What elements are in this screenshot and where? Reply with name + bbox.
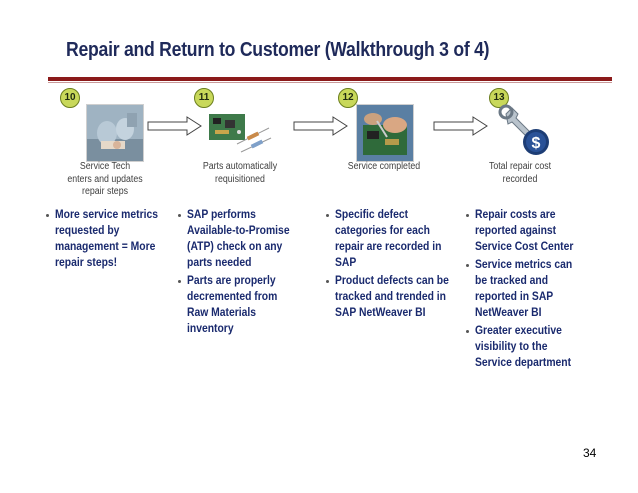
bullet-item: Product defects can be tracked and trend… — [326, 273, 451, 321]
step-10-bullets: More service metrics requested by manage… — [46, 207, 161, 273]
svg-text:$: $ — [532, 135, 541, 152]
bullet-item: Greater executive visibility to the Serv… — [466, 323, 582, 371]
title-rule-thin — [48, 82, 612, 83]
arrow-right-icon — [293, 116, 348, 136]
slide-title: Repair and Return to Customer (Walkthrou… — [66, 38, 490, 61]
step-caption: Service completed — [347, 161, 421, 172]
step-number-badge: 12 — [338, 88, 358, 108]
service-tech-photo — [86, 104, 144, 162]
bullet-item: Parts are properly decremented from Raw … — [178, 273, 296, 337]
service-completed-photo — [356, 104, 414, 162]
step-number-badge: 11 — [194, 88, 214, 108]
title-rule — [48, 77, 612, 81]
step-caption: Parts automatically requisitioned — [202, 161, 278, 185]
bullet-item: Repair costs are reported against Servic… — [466, 207, 582, 255]
step-number-badge: 10 — [60, 88, 80, 108]
bullet-item: More service metrics requested by manage… — [46, 207, 161, 271]
page-number: 34 — [583, 446, 597, 460]
step-12-bullets: Specific defect categories for each repa… — [326, 207, 451, 323]
circuit-parts-image — [207, 104, 273, 160]
step-11-bullets: SAP performs Available-to-Promise (ATP) … — [178, 207, 296, 339]
wrench-dollar-icon: $ — [498, 104, 554, 160]
step-13-bullets: Repair costs are reported against Servic… — [466, 207, 582, 373]
step-number-badge: 13 — [489, 88, 509, 108]
bullet-item: SAP performs Available-to-Promise (ATP) … — [178, 207, 296, 271]
bullet-item: Service metrics can be tracked and repor… — [466, 257, 582, 321]
step-caption: Service Tech enters and updates repair s… — [67, 161, 143, 197]
bullet-item: Specific defect categories for each repa… — [326, 207, 451, 271]
step-caption: Total repair cost recorded — [488, 161, 552, 185]
arrow-right-icon — [147, 116, 202, 136]
arrow-right-icon — [433, 116, 488, 136]
